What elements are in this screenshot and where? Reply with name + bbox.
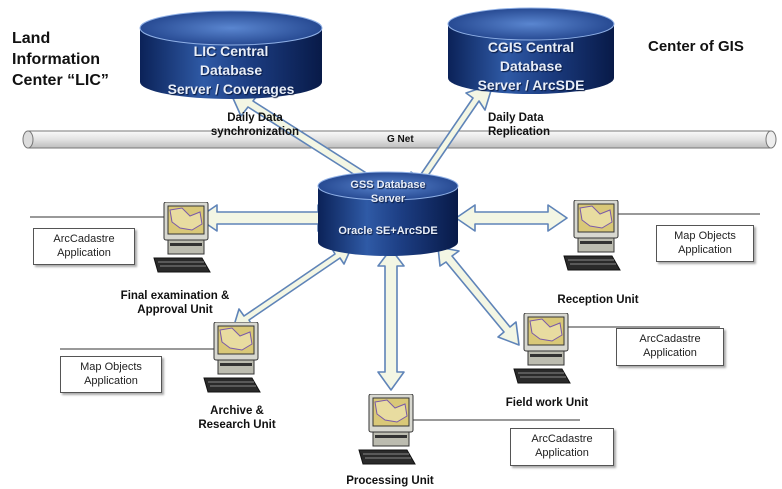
lic-database-cylinder [139, 10, 323, 99]
reception-unit-computer-icon [563, 200, 621, 271]
archive-unit-computer-icon [203, 322, 261, 393]
field-unit-computer-icon [513, 313, 571, 384]
sync-label: Daily Data synchronization [210, 112, 300, 138]
lic-database-label: LIC Central Database Server / Coverages [167, 43, 295, 97]
replication-label: Daily Data Replication [488, 112, 550, 138]
field-unit-label: Field work Unit [505, 397, 589, 409]
processing-unit-computer-icon [358, 394, 416, 465]
archive-unit-label: Archive & Research Unit [198, 405, 276, 431]
lic-center-label: Land Information Center “LIC” [12, 30, 109, 89]
final-unit-label: Final examination & Approval Unit [120, 290, 230, 316]
cgis-database-label: CGIS Central Database Server / ArcSDE [477, 39, 585, 93]
arrow-gss-to-final [197, 204, 338, 232]
final-unit-computer-icon [153, 202, 211, 273]
processing-unit-app-box: ArcCadastre Application [510, 428, 614, 466]
gss-database-cylinder [317, 171, 459, 256]
archive-unit-app-box: Map Objects Application [60, 356, 162, 393]
arrow-gss-to-field [437, 246, 520, 346]
g-net-pipe [22, 130, 777, 149]
gss-database-title: GSS Database Server [350, 179, 426, 205]
reception-unit-app-box: Map Objects Application [656, 225, 754, 262]
field-unit-app-box: ArcCadastre Application [616, 328, 724, 366]
gss-database-subtitle: Oracle SE+ArcSDE [338, 225, 438, 237]
reception-unit-label: Reception Unit [557, 294, 639, 306]
arrow-gss-to-processing [377, 248, 405, 391]
final-unit-app-box: ArcCadastre Application [33, 228, 135, 265]
cgis-database-cylinder [447, 7, 615, 94]
arrow-gss-to-archive [231, 243, 354, 333]
processing-unit-label: Processing Unit [346, 475, 434, 487]
gis-center-label: Center of GIS [648, 38, 744, 55]
g-net-label: G Net [387, 134, 414, 145]
arrow-gss-to-reception [455, 204, 568, 232]
